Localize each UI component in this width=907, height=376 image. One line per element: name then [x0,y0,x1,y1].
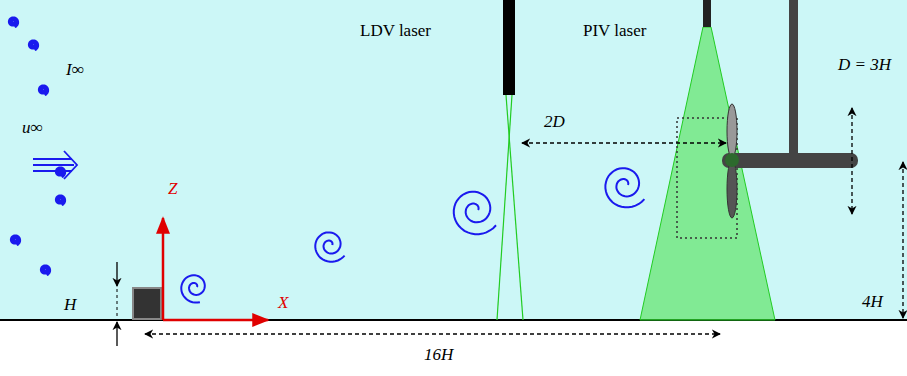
turbine-blade [727,104,737,158]
turbulence-label: I∞ [66,61,84,78]
inflow-arrow [33,151,77,179]
dimension-label: 4H [862,293,883,310]
axis-label: Z [168,180,177,197]
turbine-mast [789,0,798,160]
water-background [0,0,907,320]
turbine-blade [727,160,737,218]
laser-label: PIV laser [583,22,646,39]
dimension-h [117,289,118,319]
dimension-h [116,262,117,286]
vortex-swirl [39,86,47,95]
cube-obstacle [133,288,161,319]
vortex-swirl [454,192,496,234]
dimension-d [851,108,852,214]
vortex-swirl [315,232,344,261]
dimension-label: D = 3H [838,56,891,73]
vortex-swirl [9,18,17,27]
piv-sheet [640,27,775,320]
dimension-h [116,322,117,346]
vortex-swirl [29,41,37,50]
dimension-4h [902,162,903,318]
velocity-label: u∞ [22,119,43,136]
dimension-label: 2D [544,113,565,130]
dimension-16h [145,333,720,334]
laser-label: LDV laser [360,22,431,39]
x-axis [163,319,268,322]
turbine-nacelle [722,153,858,168]
ldv-beam [497,95,512,320]
ldv-beam [506,95,523,320]
ldv-laser [503,0,515,95]
dimension-label: H [64,296,76,313]
vortex-swirl [605,168,644,207]
piv-laser [703,0,711,27]
vortex-swirl [11,236,19,245]
dimension-label: 16H [424,346,453,363]
z-axis [162,218,165,320]
axis-label: X [278,294,288,311]
vortex-swirl [41,266,49,275]
vortex-swirl [181,275,205,302]
dimension-2d [522,142,726,143]
vortex-swirl [56,196,64,205]
turbine-hub [725,153,739,167]
vortex-swirl [56,168,64,177]
